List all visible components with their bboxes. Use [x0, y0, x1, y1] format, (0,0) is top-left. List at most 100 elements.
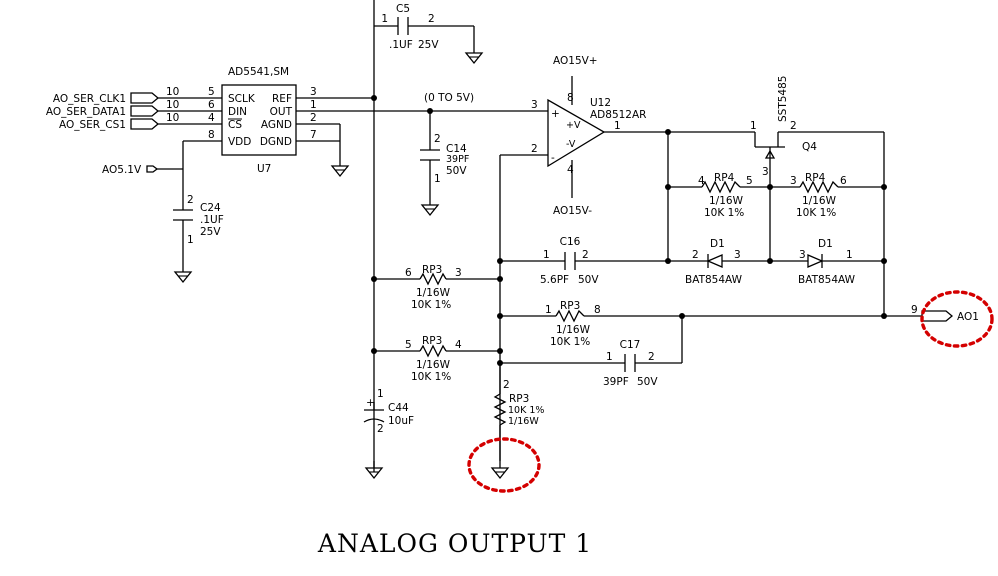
c14-ref: C14 — [446, 143, 467, 155]
rp3b-ref: RP3 — [422, 335, 442, 347]
rp3b-pin5: 5 — [405, 339, 412, 351]
net-ao15v-pos: AO15V+ — [553, 55, 598, 67]
u12-pin4: 4 — [567, 164, 574, 176]
c44-pin1: 1 — [377, 388, 384, 400]
capacitor-c44: + 1 2 C44 10uF — [363, 388, 414, 435]
c17-pin1: 1 — [606, 351, 613, 363]
d1b-part: BAT854AW — [798, 274, 856, 286]
junction-dots — [371, 95, 887, 366]
rp3b-value: 10K 1% — [411, 371, 451, 383]
rp4b-ref: RP4 — [805, 172, 826, 184]
q4-pin1: 1 — [750, 120, 757, 132]
u7-pin-cs: CS — [228, 119, 242, 131]
c16-ref: C16 — [560, 236, 581, 248]
net-ao5v: AO5.1V — [102, 164, 142, 176]
highlight-ring-ground — [467, 437, 541, 493]
c14-value: 39PF — [446, 154, 469, 165]
u7-pin-din: DIN — [228, 106, 247, 118]
c16-pin2: 2 — [582, 249, 589, 261]
c24-pin2: 2 — [187, 194, 194, 206]
c16-rating: 50V — [578, 274, 599, 286]
rp3d-value: 10K 1% — [508, 405, 544, 416]
c44-value: 10uF — [388, 415, 414, 427]
c44-plus: + — [366, 397, 375, 409]
capacitor-c16: C16 1 2 5.6PF 50V — [540, 236, 599, 286]
rp4a-pin5: 5 — [746, 175, 753, 187]
u12-sign-plus: + — [551, 108, 560, 120]
net-ao15v-neg: AO15V- — [553, 205, 592, 217]
capacitor-c5: C5 1 2 .1UF 25V — [381, 3, 439, 51]
d1a-ref: D1 — [710, 238, 725, 250]
rp3d-pin2: 2 — [503, 379, 510, 391]
capacitor-c14: 2 1 C14 39PF 50V — [420, 133, 469, 185]
c16-pin1: 1 — [543, 249, 550, 261]
q4-pin3: 3 — [762, 166, 769, 178]
resistor-rp3-c: RP3 1 8 1/16W 10K 1% — [545, 300, 601, 348]
capacitor-c17: C17 1 2 39PF 50V — [603, 339, 658, 388]
q4-part: SST5485 — [777, 76, 789, 122]
range-note: (0 TO 5V) — [424, 92, 474, 104]
u7-pin-cs-num: 4 — [208, 112, 215, 124]
d1b-pin1: 1 — [846, 249, 853, 261]
u12-pin2: 2 — [531, 143, 538, 155]
c14-pin2: 2 — [434, 133, 441, 145]
c44-pin2: 2 — [377, 423, 384, 435]
u7-pin-ref-num: 3 — [310, 86, 317, 98]
u7-pin-vdd-num: 8 — [208, 129, 215, 141]
u7-pin-ref: REF — [272, 93, 292, 105]
c24-rating: 25V — [200, 226, 221, 238]
d1b-ref: D1 — [818, 238, 833, 250]
supply-ao5v: AO5.1V — [102, 164, 159, 176]
diode-d1-b: D1 3 1 BAT854AW — [798, 238, 856, 286]
rp3c-pin1: 1 — [545, 304, 552, 316]
transistor-q4: 1 2 3 Q4 SST5485 — [750, 76, 817, 178]
highlight-ring-output — [920, 290, 994, 348]
rp3b-pin4: 4 — [455, 339, 462, 351]
u12-part: AD8512AR — [590, 109, 646, 121]
c17-rating: 50V — [637, 376, 658, 388]
q4-ref: Q4 — [802, 141, 817, 153]
net-num-clk: 10 — [166, 86, 179, 98]
rp4a-pin4: 4 — [698, 175, 705, 187]
u7-pin-sclk-num: 5 — [208, 86, 215, 98]
resistor-rp3-d: 2 RP3 10K 1% 1/16W — [493, 363, 544, 461]
u7-pin-vdd: VDD — [228, 136, 251, 148]
u7-ref: U7 — [257, 163, 271, 175]
d1b-pin3: 3 — [799, 249, 806, 261]
u12-pin3: 3 — [531, 99, 538, 111]
rp4a-power: 1/16W — [709, 195, 744, 207]
rp4b-value: 10K 1% — [796, 207, 836, 219]
c17-ref: C17 — [620, 339, 641, 351]
rp3a-value: 10K 1% — [411, 299, 451, 311]
ground-icon — [331, 158, 349, 177]
rp3c-pin8: 8 — [594, 304, 601, 316]
u12-pin8: 8 — [567, 92, 574, 104]
net-num-cs: 10 — [166, 112, 179, 124]
rp3c-value: 10K 1% — [550, 336, 590, 348]
u12-label-vneg: -V — [566, 139, 576, 150]
u7-pin-din-num: 6 — [208, 99, 215, 111]
u7-pin-agnd: AGND — [261, 119, 292, 131]
net-ao-ser-cs1: AO_SER_CS1 — [59, 119, 126, 131]
net-num-data: 10 — [166, 99, 179, 111]
c17-pin2: 2 — [648, 351, 655, 363]
rp3a-power: 1/16W — [416, 287, 451, 299]
capacitor-c24: 2 1 C24 .1UF 25V — [173, 194, 224, 246]
d1a-pin2: 2 — [692, 249, 699, 261]
net-ao-ser-data1: AO_SER_DATA1 — [46, 106, 126, 118]
c14-rating: 50V — [446, 165, 467, 177]
wires — [157, 0, 922, 472]
c17-value: 39PF — [603, 376, 629, 388]
c5-rating: 25V — [418, 39, 439, 51]
output-pin-num: 9 — [911, 304, 918, 316]
d1a-part: BAT854AW — [685, 274, 743, 286]
c5-pin1: 1 — [381, 13, 388, 25]
resistor-rp3-a: RP3 6 3 1/16W 10K 1% — [405, 264, 462, 311]
resistor-rp3-b: RP3 5 4 1/16W 10K 1% — [405, 335, 462, 383]
opamp-u12: + - +V -V 3 2 8 4 1 U12 AD8512AR AO15V+ … — [531, 55, 646, 217]
diagram-title: ANALOG OUTPUT 1 — [317, 529, 592, 558]
d1a-pin3: 3 — [734, 249, 741, 261]
rp4b-pin3: 3 — [790, 175, 797, 187]
u7-pin-dgnd-num: 7 — [310, 129, 317, 141]
